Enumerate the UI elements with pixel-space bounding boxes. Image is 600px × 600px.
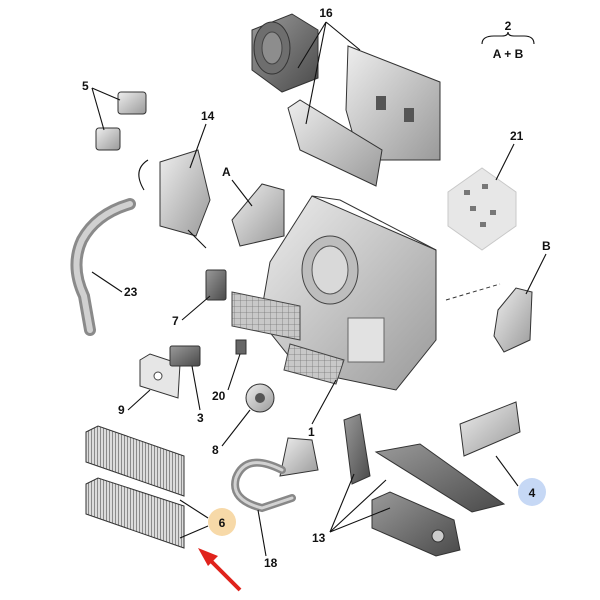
hose-assembly-part [231,437,319,513]
leader-6a [179,499,209,519]
highlight-6 [208,508,236,536]
callout-7: 7 [172,314,179,328]
seal-kit-part [343,413,506,557]
actuator-motor-part [95,91,147,151]
callout-14: 14 [201,109,215,123]
callout-1: 1 [308,425,315,439]
leader-4 [495,455,519,487]
callout-2-formula: A + B [493,47,524,61]
leader-13a [329,473,355,533]
heater-core-part [459,401,521,457]
screw-kit-part [447,167,517,251]
leader-21 [495,143,515,181]
callout-3: 3 [197,411,204,425]
leader-1 [311,379,337,425]
resistor-part [245,383,275,413]
callout-2: 2 [505,19,512,33]
callout-B: B [542,239,551,253]
callout-6: 6 [219,516,226,530]
leader-B [525,253,547,295]
leader-6b [179,525,209,539]
blower-motor-part [251,13,319,93]
leader-13c [329,507,391,533]
leader-3 [191,365,201,411]
drain-hose-part [70,198,136,336]
callout-20: 20 [212,389,226,403]
plug-part [235,339,247,355]
callout-4: 4 [529,486,536,500]
callout-23: 23 [124,285,138,299]
dashed-link-B [445,283,501,301]
expansion-valve-part [138,149,211,249]
leader-A [231,179,253,207]
leader-9 [127,389,151,411]
blower-cover-part [287,45,441,187]
valve-block-part [169,345,201,367]
cabin-filter-part [85,425,185,549]
highlight-4 [518,478,546,506]
callout-18: 18 [264,556,278,570]
connector-part [205,269,227,301]
leader-8 [221,409,251,447]
callout-2-group: 2 A + B [481,19,535,61]
leader-23 [91,271,123,293]
pointer-arrow [198,548,242,592]
leader-5b [91,87,105,131]
leader-14 [189,123,207,169]
leader-13b [329,479,387,533]
leader-18 [257,509,267,557]
leader-7 [181,295,211,321]
heater-housing-part [231,195,437,391]
callout-13: 13 [312,531,326,545]
duct-a-part [231,183,285,247]
callout-A: A [222,165,231,179]
callout-5: 5 [82,79,89,93]
callout-21: 21 [510,129,524,143]
callout-9: 9 [118,403,125,417]
leader-5a [91,87,121,101]
leader-20 [227,353,241,391]
duct-b-part [493,287,533,353]
leader-16 [297,21,361,125]
callout-16: 16 [319,6,333,20]
callout-8: 8 [212,443,219,457]
